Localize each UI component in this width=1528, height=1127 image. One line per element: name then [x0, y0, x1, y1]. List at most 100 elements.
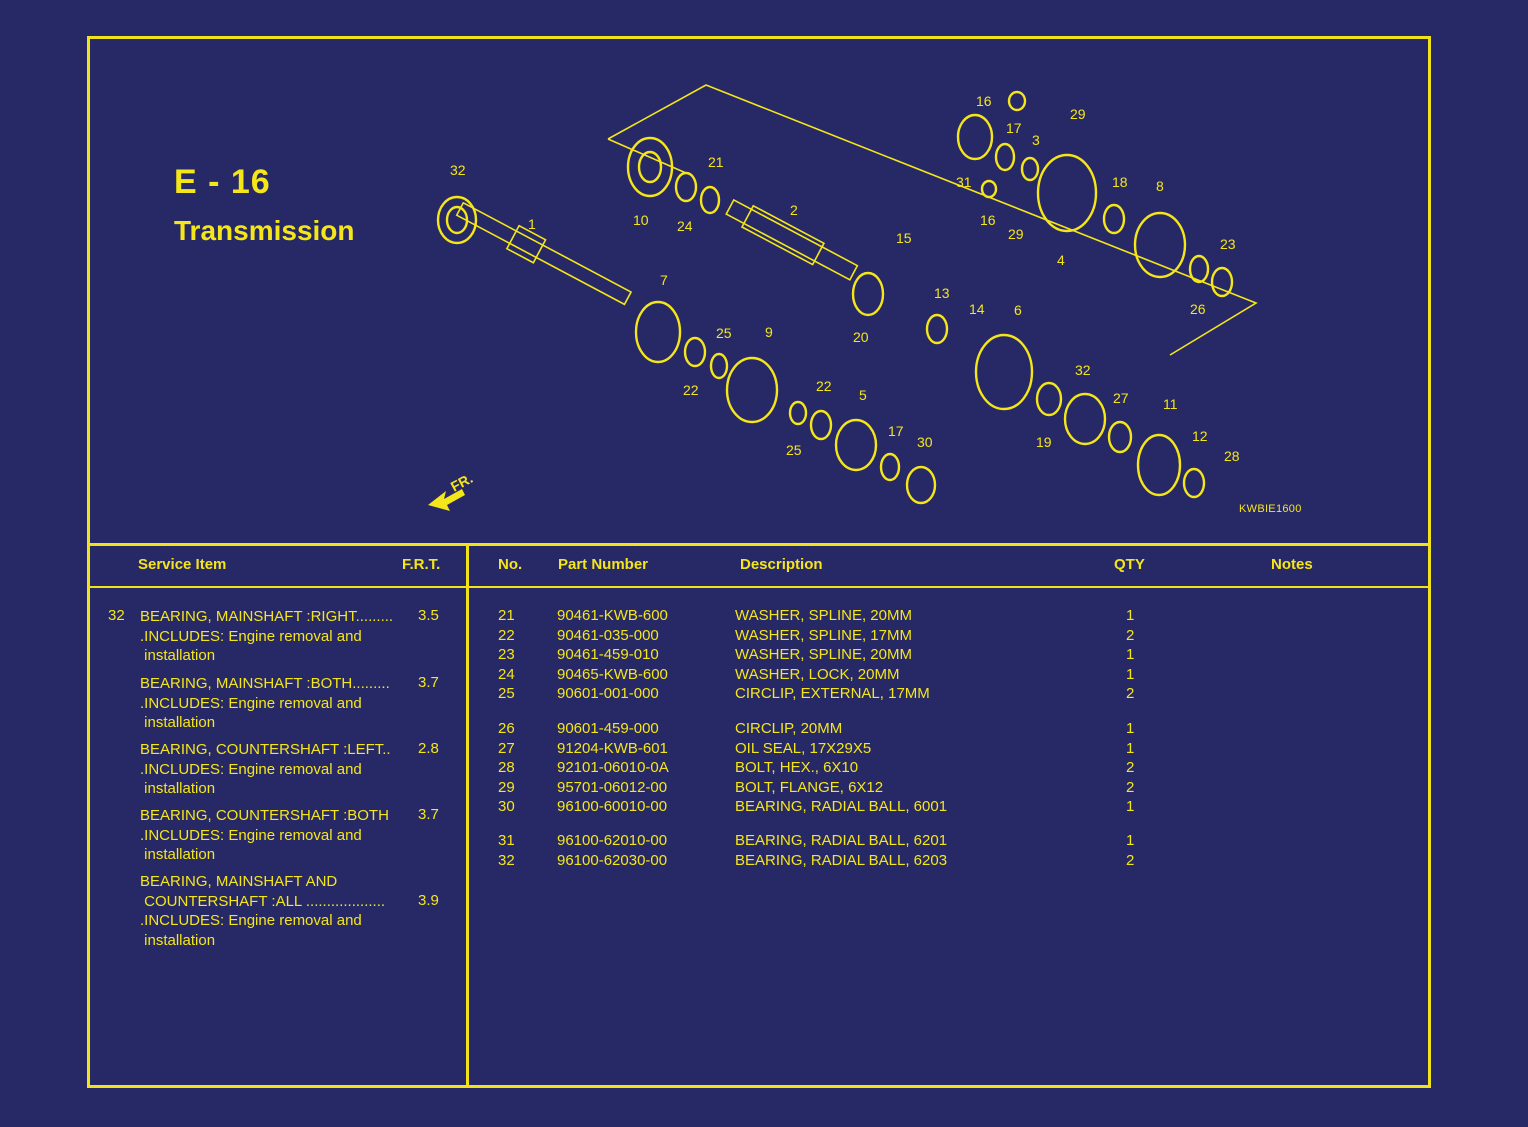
part-no: 24 [498, 665, 515, 683]
callout-label: 12 [1192, 428, 1208, 444]
callout-label: 9 [765, 324, 773, 340]
part-description: WASHER, SPLINE, 20MM [735, 607, 912, 624]
callout-label: 32 [450, 162, 466, 178]
service-item-line: BEARING, MAINSHAFT :RIGHT......... [140, 608, 394, 625]
part-number: 90461-KWB-600 [557, 607, 668, 624]
callout-label: 32 [1075, 362, 1091, 378]
part-number: 96100-62010-00 [557, 832, 668, 849]
service-item-line: .INCLUDES: Engine removal and [140, 627, 362, 645]
mainshaft-part [455, 201, 633, 306]
service-item: BEARING, MAINSHAFT AND COUNTERSHAFT :ALL… [140, 872, 385, 950]
callout-label: 22 [816, 378, 832, 394]
callout-label: 22 [683, 382, 699, 398]
callout-label: 2 [790, 202, 798, 218]
front-marker: FR. [448, 470, 475, 495]
service-item-line: installation [140, 931, 216, 949]
part-number: 90461-459-010 [557, 646, 659, 663]
service-table: Service Item F.R.T. 32 BEARING, MAINSHAF… [90, 543, 469, 1085]
service-item-line: .INCLUDES: Engine removal and [140, 760, 362, 778]
part-number: 90461-035-000 [557, 626, 659, 644]
gear-group [436, 90, 1234, 505]
part-description: BEARING, RADIAL BALL, 6203 [735, 851, 948, 869]
service-item-frt: 2.8 [418, 740, 439, 757]
callout-label: 3 [1032, 132, 1040, 148]
part-description: WASHER, SPLINE, 17MM [735, 626, 912, 644]
part-no: 27 [498, 739, 515, 757]
callout-label: 20 [853, 329, 869, 345]
figure-code: KWBIE1600 [1239, 503, 1302, 515]
callout-label: 7 [660, 272, 668, 288]
part-qty: 2 [1126, 685, 1135, 702]
part-number: 92101-06010-0A [557, 759, 669, 776]
part-description: BOLT, HEX., 6X10 [735, 759, 859, 776]
part-description: WASHER, SPLINE, 20MM [735, 646, 912, 663]
callout-label: 17 [1006, 120, 1022, 136]
countershaft-part [725, 198, 859, 281]
part-description: CIRCLIP, EXTERNAL, 17MM [735, 685, 930, 702]
callout-label: 14 [969, 301, 985, 317]
front-arrow [428, 489, 465, 511]
callout-label: 21 [708, 154, 724, 170]
part-no: 31 [498, 832, 515, 849]
service-item-frt: 3.7 [418, 806, 439, 823]
callout-label: 24 [677, 218, 693, 234]
service-item: BEARING, COUNTERSHAFT :LEFT...INCLUDES: … [140, 740, 391, 799]
part-no: 28 [498, 759, 515, 776]
table-row: 21 90461-KWB-600 WASHER, SPLINE, 20MM 1 [469, 607, 1428, 626]
callout-label: 26 [1190, 301, 1206, 317]
callout-label: 30 [917, 434, 933, 450]
part-number: 90601-459-000 [557, 720, 659, 737]
callout-label: 27 [1113, 390, 1129, 406]
part-number-header: Part Number [558, 556, 649, 573]
service-ref-number: 32 [108, 607, 125, 624]
callout-label: 25 [786, 442, 802, 458]
callout-label: 16 [980, 212, 996, 228]
part-no: 26 [498, 720, 515, 737]
part-no: 23 [498, 646, 515, 663]
service-item-line: BEARING, COUNTERSHAFT :BOTH [140, 807, 389, 824]
parts-table: No. Part Number Description QTY Notes 21… [469, 543, 1428, 1085]
callout-label: 18 [1112, 174, 1128, 190]
callout-label: 19 [1036, 434, 1052, 450]
part-description: BOLT, FLANGE, 6X12 [735, 778, 884, 796]
parts-table-header: No. Part Number Description QTY Notes [469, 543, 1428, 588]
service-item-line: BEARING, MAINSHAFT :BOTH......... [140, 675, 390, 692]
service-item-header: Service Item [138, 556, 227, 573]
service-item-frt: 3.7 [418, 674, 439, 691]
service-item: BEARING, COUNTERSHAFT :BOTH.INCLUDES: En… [140, 806, 389, 865]
part-qty: 1 [1126, 607, 1135, 624]
callout-label: 23 [1220, 236, 1236, 252]
part-qty: 1 [1126, 739, 1135, 757]
service-item-line: installation [140, 714, 216, 731]
service-item-frt: 3.5 [418, 607, 439, 624]
diagram-area: E - 16 Transmission [90, 39, 1428, 546]
service-item-line: COUNTERSHAFT :ALL ................... [140, 892, 386, 910]
exploded-diagram: FR. 32 1 10 24 21 2 15 13 14 6 7 25 9 22… [428, 84, 1258, 511]
service-item-line: installation [140, 647, 216, 664]
callout-label: 6 [1014, 302, 1022, 318]
service-item-line: BEARING, MAINSHAFT AND [140, 873, 338, 890]
part-qty: 1 [1126, 720, 1135, 737]
service-item-line: .INCLUDES: Engine removal and [140, 912, 362, 929]
service-item-line: .INCLUDES: Engine removal and [140, 694, 362, 712]
callout-label: 13 [934, 285, 950, 301]
part-qty: 2 [1126, 778, 1135, 796]
callout-label: 5 [859, 387, 867, 403]
part-no: 30 [498, 798, 515, 815]
no-header: No. [498, 556, 523, 573]
part-qty: 2 [1126, 851, 1135, 869]
callout-label: 11 [1163, 396, 1178, 412]
part-no: 29 [498, 778, 515, 796]
part-number: 96100-62030-00 [557, 851, 668, 869]
part-qty: 1 [1126, 832, 1135, 849]
callout-label: 10 [633, 212, 649, 228]
callout-label: 31 [956, 174, 972, 190]
part-no: 21 [498, 607, 515, 624]
